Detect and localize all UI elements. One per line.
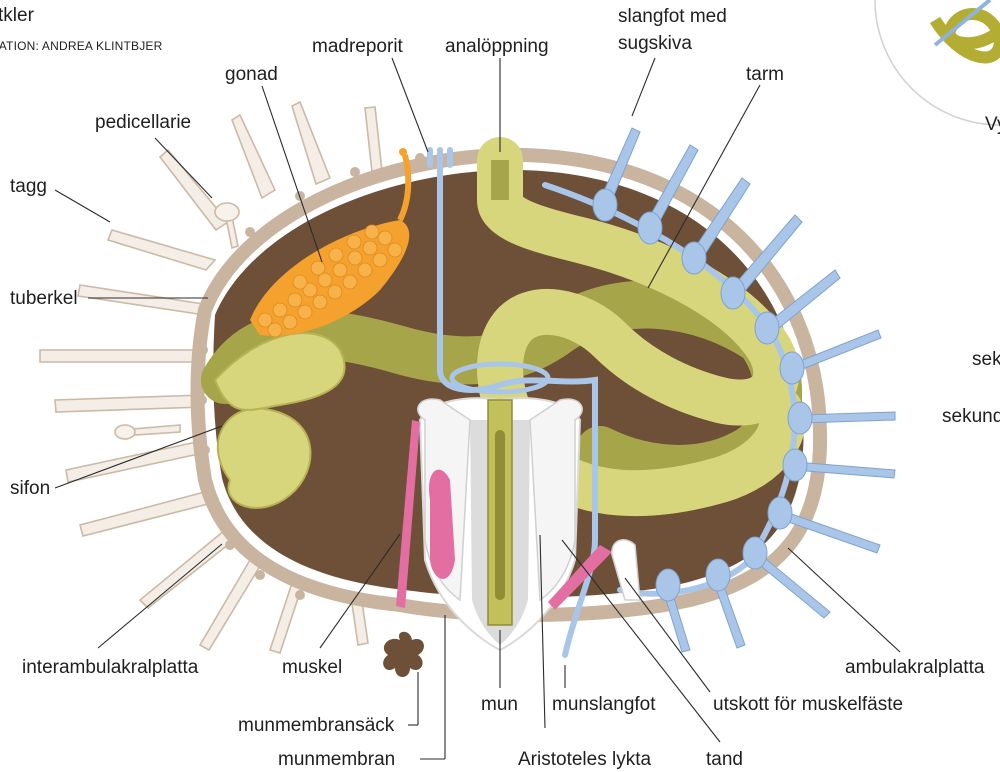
illustration-credit: ILLUSTRATION: ANDREA KLINTBJER <box>0 39 163 53</box>
label-gonad: gonad <box>225 64 278 85</box>
inset-label-sekund: sekund <box>942 406 1000 427</box>
label-munslangfot: munslangfot <box>552 694 656 715</box>
peristomial-sac <box>383 632 424 677</box>
label-tagg: tagg <box>10 176 47 197</box>
label-tuberkel: tuberkel <box>10 288 78 309</box>
label-aristoteles: Aristoteles lykta <box>518 749 651 770</box>
label-interambulakralplatta: interambulakralplatta <box>22 657 199 678</box>
label-utskott: utskott för muskelfäste <box>713 694 903 715</box>
label-muskel: muskel <box>282 657 342 678</box>
inset-label-vy: Vy <box>985 114 1000 135</box>
inset-label-sek: sek <box>972 349 1000 370</box>
label-madreporit: madreporit <box>312 36 404 57</box>
label-ambulakralplatta: ambulakralplatta <box>845 657 985 678</box>
inset-view <box>875 0 1000 125</box>
label-mun: mun <box>481 694 518 715</box>
label-tarm: tarm <box>746 64 784 85</box>
label-tand: tand <box>706 749 743 770</box>
header-title-fragment: tkler <box>0 5 35 26</box>
label-slangfot-line2: sugskiva <box>618 33 692 54</box>
label-analoppning: analöppning <box>445 36 549 57</box>
label-pedicellarie: pedicellarie <box>95 112 191 133</box>
label-slangfot-line1: slangfot med <box>618 6 727 27</box>
label-munmembran: munmembran <box>278 749 395 770</box>
label-munmembransack: munmembransäck <box>238 715 395 736</box>
label-sifon: sifon <box>10 478 50 499</box>
